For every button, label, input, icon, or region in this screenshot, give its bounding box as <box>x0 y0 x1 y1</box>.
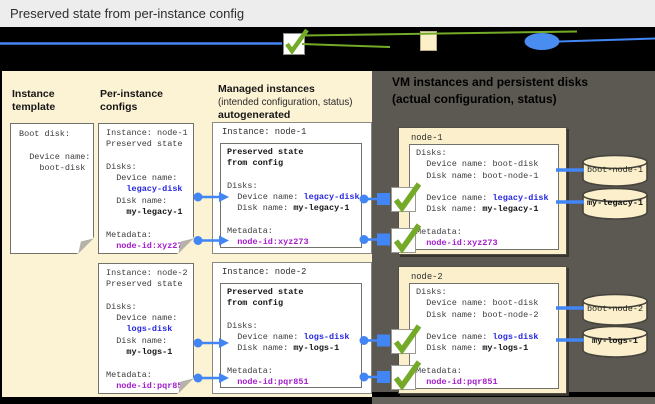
panel-footer <box>372 397 655 404</box>
title-bar: Preserved state from per-instance config <box>0 0 655 27</box>
card-title: Instance: node-2 <box>222 267 307 277</box>
check-icon <box>283 28 309 55</box>
check-icon <box>391 182 422 213</box>
legend-label-applied: Stateful configuration applied <box>310 36 439 47</box>
card-title: node-1 <box>411 133 443 143</box>
header-vm-instances: VM instances and persistent disks(actual… <box>392 75 589 106</box>
disk-boot-node-2: boot-node-2 <box>580 292 650 328</box>
check-icon <box>391 223 422 254</box>
preserved-state-swatch <box>420 31 437 51</box>
page-title: Preserved state from per-instance config <box>10 6 245 21</box>
card-title: Instance: node-1 <box>222 127 307 137</box>
disk-my-legacy-1: my-legacy-1 <box>580 186 650 222</box>
vm-config-box: Disks: Device name: boot-disk Disk name:… <box>409 144 559 250</box>
disk-boot-node-1: boot-node-1 <box>580 153 650 189</box>
card-title: node-2 <box>411 272 443 282</box>
disk-cylinder-icon <box>582 187 648 220</box>
disk-cylinder-icon <box>582 293 648 326</box>
vm-config-box: Disks: Device name: boot-disk Disk name:… <box>409 283 559 389</box>
legend-label-preserved-state: Preserved state <box>440 36 511 47</box>
check-icon <box>391 360 422 391</box>
disk-cylinder-icon <box>582 325 648 358</box>
header-managed-instances: Managed instances(intended configuration… <box>218 83 353 121</box>
instance-template-card: Boot disk: Device name: boot-disk <box>10 123 94 254</box>
disk-cylinder-icon <box>582 154 648 187</box>
check-icon <box>391 324 422 355</box>
legend-label-persistent-disk: Persistent disk <box>585 43 651 54</box>
vm-node2-card: node-2 Disks: Device name: boot-disk Dis… <box>398 266 567 394</box>
legend-bar: Stateful configuration applied Preserved… <box>0 27 655 71</box>
disk-my-logs-1: my-logs-1 <box>580 324 650 360</box>
vm-node1-card: node-1 Disks: Device name: boot-disk Dis… <box>398 127 567 255</box>
